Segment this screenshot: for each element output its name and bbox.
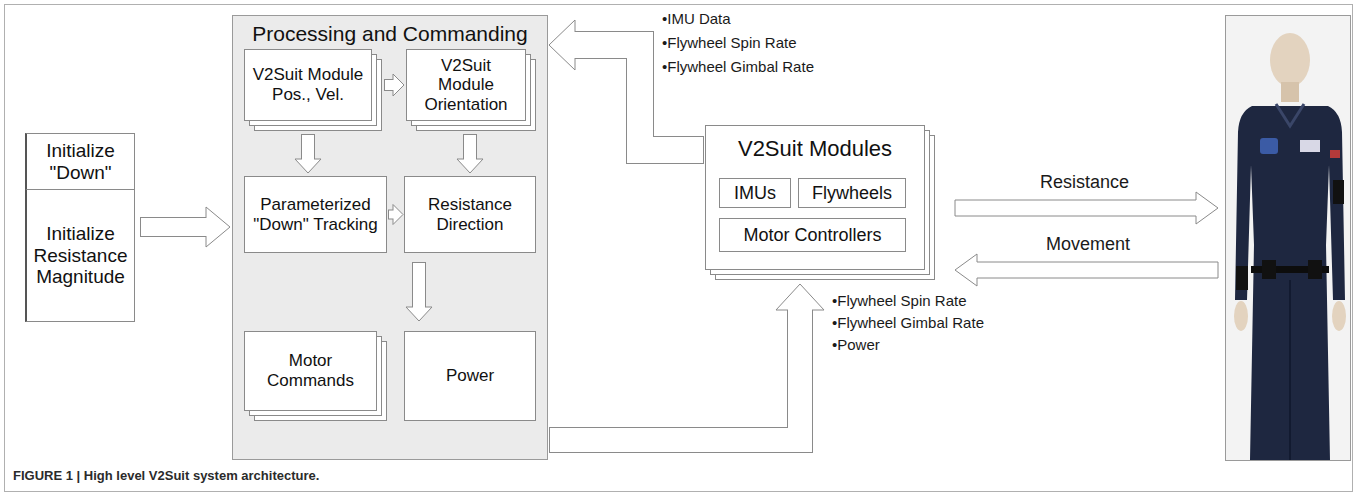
mannequin-head <box>1270 33 1310 87</box>
init-box: Initialize Resistance Magnitude <box>25 189 135 322</box>
leg-seam <box>1289 280 1291 460</box>
belt-module <box>1308 260 1322 279</box>
box-text: Motor Controllers <box>743 225 881 246</box>
signal-label: •Flywheel Spin Rate <box>832 292 966 309</box>
chest-patch <box>1260 138 1278 154</box>
signal-label: •Flywheel Gimbal Rate <box>662 58 814 75</box>
component-box: Motor Controllers <box>719 218 906 252</box>
block-arrow <box>549 284 824 440</box>
arm-module <box>1236 266 1248 290</box>
box-text: Resistance Direction <box>409 195 531 234</box>
arrow-body <box>550 308 800 440</box>
signal-label: Movement <box>1046 234 1130 255</box>
arrow-head <box>549 20 575 70</box>
arrow-head <box>457 159 483 173</box>
box-text: Flywheels <box>812 183 892 204</box>
arrow-body <box>573 45 703 150</box>
component-box: Flywheels <box>798 178 906 208</box>
arrow-body <box>464 135 476 161</box>
arrow-outline <box>549 310 800 440</box>
component-box: IMUs <box>719 178 791 208</box>
block-arrow <box>295 134 321 173</box>
collar <box>1276 104 1304 126</box>
flag-patch <box>1330 150 1340 158</box>
right-hand <box>1332 301 1346 331</box>
block-arrow <box>406 262 432 321</box>
process-box: V2Suit Module Orientation <box>406 49 526 121</box>
arrow-body <box>141 218 208 236</box>
resistance-arrow <box>955 192 1218 224</box>
flight-suit <box>1235 106 1345 460</box>
box-text: Parameterized "Down" Tracking <box>249 195 382 234</box>
process-box: Parameterized "Down" Tracking <box>244 176 387 253</box>
signal-label: •Power <box>832 336 880 353</box>
block-arrow <box>457 134 483 173</box>
figure-caption: FIGURE 1 | High level V2Suit system arch… <box>13 468 319 483</box>
box-text: V2Suit Module Pos., Vel. <box>249 65 367 104</box>
process-box: Motor Commands <box>244 331 377 411</box>
belt-module <box>1262 260 1276 279</box>
block-arrow <box>140 207 230 247</box>
box-text: Initialize Resistance Magnitude <box>31 223 130 289</box>
movement-arrow <box>955 254 1218 286</box>
box-text: V2Suit Modules <box>706 126 924 161</box>
arrow-head <box>295 159 321 173</box>
module-box: V2Suit ModulesIMUs FlywheelsMotor Control… <box>705 125 925 270</box>
signal-label: Resistance <box>1040 172 1129 193</box>
box-text: Processing and Commanding <box>233 16 547 46</box>
name-patch <box>1300 140 1320 152</box>
arrow-head <box>406 307 432 321</box>
photo-frame <box>1226 16 1351 461</box>
init-box: Initialize "Down" <box>25 133 135 190</box>
figure-frame <box>4 4 1353 492</box>
block-arrow <box>388 205 403 225</box>
signal-label: •Flywheel Spin Rate <box>662 34 796 51</box>
box-text: V2Suit Module Orientation <box>411 56 521 115</box>
box-text: Power <box>446 366 494 386</box>
arrow-body <box>385 80 395 90</box>
box-text: IMUs <box>734 183 776 204</box>
left-hand <box>1234 301 1248 331</box>
mannequin-neck <box>1281 82 1299 102</box>
block-arrow <box>549 20 704 150</box>
arrow-head <box>206 207 230 247</box>
process-box: Power <box>404 331 536 421</box>
block-arrow <box>384 74 404 96</box>
signal-label: •Flywheel Gimbal Rate <box>832 314 984 331</box>
arrow-body <box>389 211 395 219</box>
arm-module <box>1333 180 1344 204</box>
arrow-body <box>413 263 425 309</box>
signal-label: •IMU Data <box>662 10 731 27</box>
process-box: Resistance Direction <box>404 176 536 253</box>
box-text: Initialize "Down" <box>31 140 130 184</box>
process-box: V2Suit Module Pos., Vel. <box>244 49 372 121</box>
arrow-head <box>776 284 824 310</box>
box-text: Motor Commands <box>249 351 372 390</box>
arrow-body <box>302 135 314 161</box>
